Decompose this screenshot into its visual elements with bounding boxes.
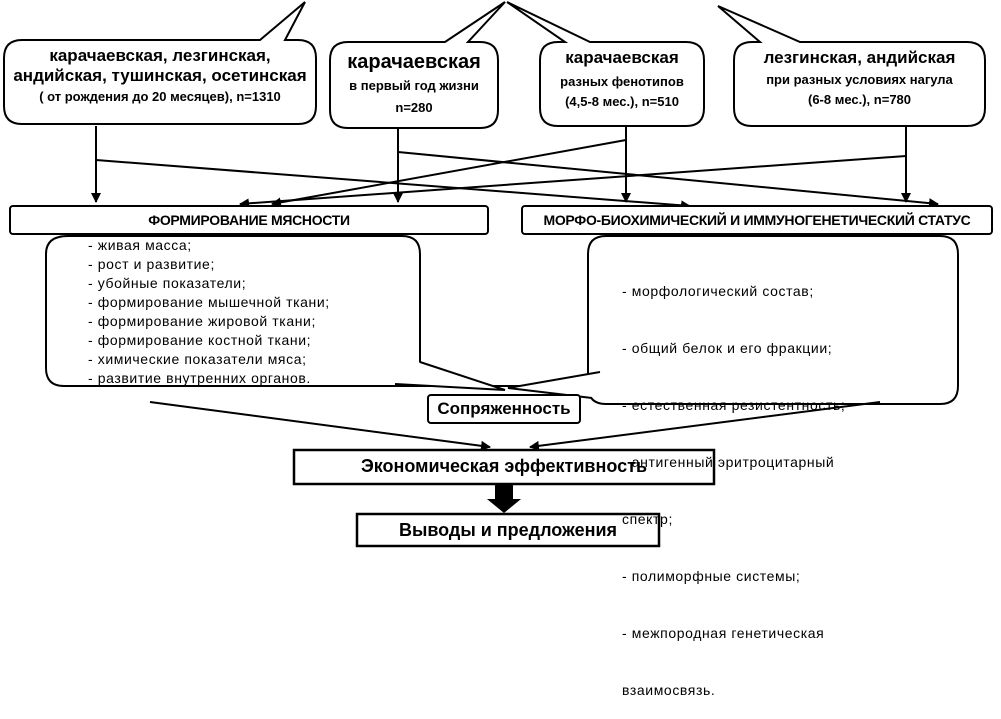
list-item: - естественная резистентность;	[622, 397, 846, 413]
group-text-4: лезгинская, андийская при разных условия…	[734, 48, 985, 108]
group-1-line-3: ( от рождения до 20 месяцев), n=1310	[39, 88, 281, 104]
list-item: - развитие внутренних органов.	[88, 370, 311, 386]
group-bubble-4	[717, 5, 986, 127]
group-text-3: карачаевская разных фенотипов (4,5-8 мес…	[540, 48, 704, 110]
status-header-box	[521, 205, 993, 235]
meat-list-bubble	[45, 235, 520, 387]
list-item: - морфологический состав;	[622, 283, 814, 299]
list-item: спектр;	[622, 511, 673, 527]
meat-title: ФОРМИРОВАНИЕ МЯСНОСТИ	[148, 212, 350, 228]
diagram-canvas	[3, 1, 993, 548]
block-arrow-shaft	[495, 484, 513, 500]
status-list: - морфологический состав; - общий белок …	[622, 244, 845, 719]
list-item: - формирование костной ткани;	[88, 332, 312, 348]
block-arrow-head	[487, 499, 521, 513]
status-title: МОРФО-БИОХИМИЧЕСКИЙ И ИММУНОГЕНЕТИЧЕСКИЙ…	[543, 212, 971, 228]
group-4-line-3: (6-8 мес.), n=780	[807, 91, 912, 107]
group-1-line-1: карачаевская, лезгинская,	[49, 46, 271, 65]
list-item: - полиморфные системы;	[622, 568, 801, 584]
meat-list-tail	[394, 361, 506, 391]
efficiency-label: Экономическая эффективность	[360, 456, 648, 476]
group-text-2: карачаевская в первый год жизни n=280	[330, 50, 498, 115]
conclusions-label: Выводы и предложения	[398, 520, 618, 540]
list-item: - антигенный эритроцитарный	[622, 454, 835, 470]
group-3-line-1: карачаевская	[565, 48, 679, 67]
list-item: - химические показатели мяса;	[88, 351, 307, 367]
list-item: - межпородная генетическая	[622, 625, 825, 641]
list-item: - убойные показатели;	[88, 275, 247, 291]
group-bubble-3	[506, 1, 705, 127]
list-item: взаимосвязь.	[622, 682, 716, 698]
list-item: - формирование жировой ткани;	[88, 313, 316, 329]
group-bubble-2	[329, 1, 506, 129]
meat-header-box	[9, 205, 489, 235]
group-1-line-2: андийская, тушинская, осетинская	[13, 66, 307, 86]
conclusions-box	[355, 512, 661, 548]
status-list-bubble	[587, 235, 959, 405]
conjugation-label: Сопряженность	[437, 399, 571, 418]
group-2-line-1: карачаевская	[347, 51, 481, 73]
group-2-line-2: в первый год жизни	[349, 78, 479, 93]
conjugation-box	[427, 394, 581, 424]
list-item: - формирование мышечной ткани;	[88, 294, 330, 310]
group-3-line-3: (4,5-8 мес.), n=510	[565, 93, 679, 109]
efficiency-box	[292, 448, 716, 486]
group-bubble-1	[3, 1, 317, 125]
group-text-1: карачаевская, лезгинская, андийская, туш…	[4, 46, 316, 104]
group-4-line-1: лезгинская, андийская	[763, 48, 956, 67]
list-item: - рост и развитие;	[88, 256, 215, 272]
list-item: - живая масса;	[88, 237, 192, 253]
list-item: - общий белок и его фракции;	[622, 340, 833, 356]
group-2-line-3: n=280	[395, 99, 433, 115]
group-4-line-2: при разных условиях нагула	[766, 72, 953, 88]
group-3-line-2: разных фенотипов	[560, 74, 684, 90]
meat-list: - живая масса; - рост и развитие; - убой…	[88, 236, 330, 388]
